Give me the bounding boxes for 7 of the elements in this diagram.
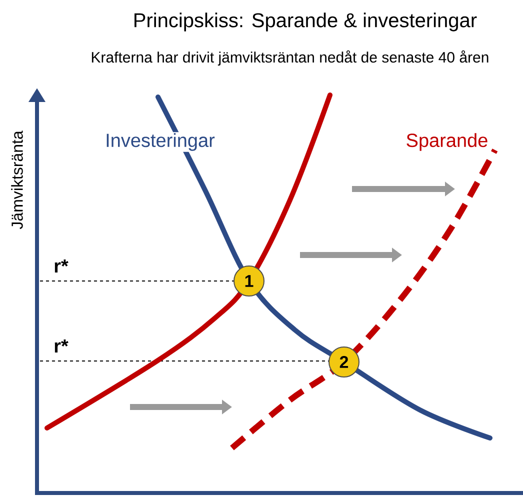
title: Principskiss: Sparande & investeringar bbox=[134, 12, 477, 32]
curve-label: Investeringar bbox=[104, 132, 216, 152]
rate-label: r* bbox=[54, 339, 68, 353]
curve-label: Sparande bbox=[406, 133, 488, 151]
axis-label: Jämviktsränta bbox=[11, 130, 23, 230]
rate-label: r* bbox=[54, 259, 68, 273]
subtitle: Krafterna har drivit jämviktsräntan nedåt de senaste 40 åren bbox=[92, 50, 488, 66]
